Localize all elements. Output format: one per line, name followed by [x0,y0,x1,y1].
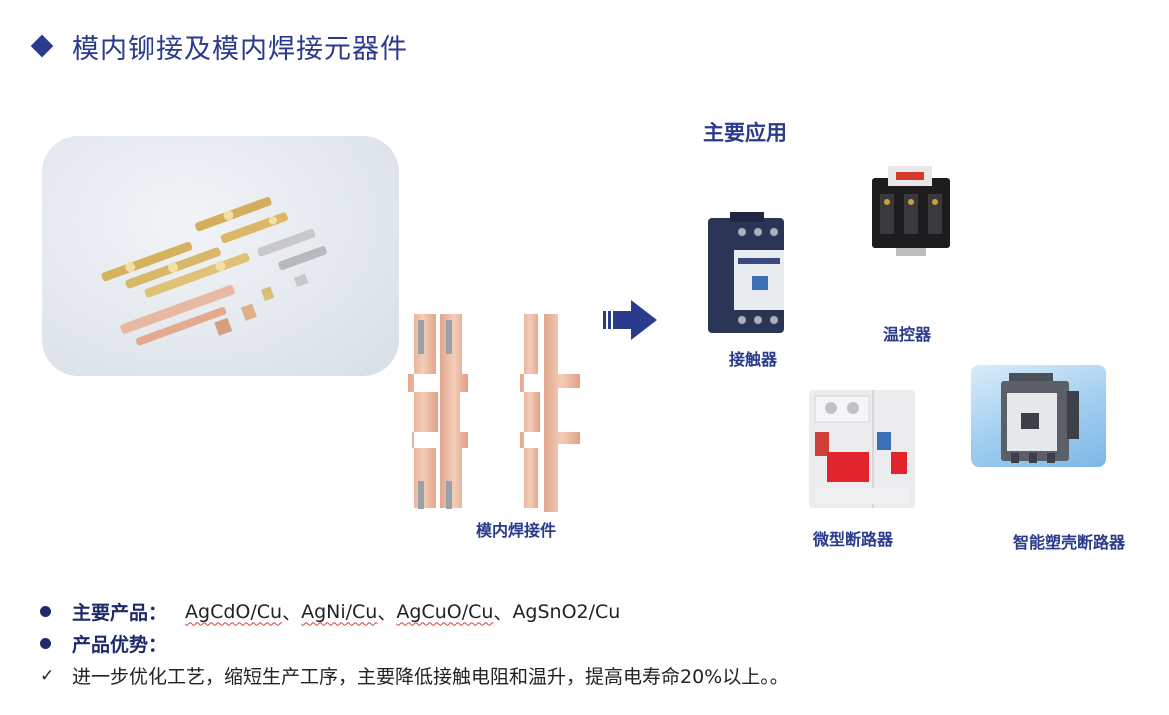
products-label: 主要产品： [72,602,168,624]
advantage-detail-row: ✓ 进一步优化工艺，缩短生产工序，主要降低接触电阻和温升，提高电寿命20%以上。… [40,662,789,689]
product-item: AgSnO2/Cu [512,600,621,623]
dot-icon [40,638,51,649]
contactor-image [704,210,789,340]
advantages-row: 产品优势： [40,630,185,657]
right-arrow-icon [603,300,657,340]
advantage-detail: 进一步优化工艺，缩短生产工序，主要降低接触电阻和温升，提高电寿命20%以上。。 [72,666,789,688]
product-item: AgCuO/Cu [396,600,494,623]
riveted-parts-illustration [101,197,327,346]
dot-icon [40,606,51,617]
thermostat-label: 温控器 [883,325,932,344]
page-title: 模内铆接及模内焊接元器件 [72,33,408,65]
product-separator: 、 [377,602,397,624]
product-photo [42,136,399,376]
welded-parts-label: 模内焊接件 [476,521,557,540]
mcb-label: 微型断路器 [813,530,894,549]
mccb-label: 智能塑壳断路器 [1013,533,1126,552]
welded-parts-illustration [396,306,596,526]
product-item: AgNi/Cu [301,600,378,623]
title-row: 模内铆接及模内焊接元器件 [30,26,408,66]
mccb-image [971,365,1106,467]
products-row: 主要产品： AgCdO/Cu、AgNi/Cu、AgCuO/Cu、AgSnO2/C… [40,598,620,625]
product-item: AgCdO/Cu [185,600,283,623]
product-separator: 、 [493,602,513,624]
advantages-label: 产品优势： [72,634,168,656]
product-separator: 、 [282,602,302,624]
diamond-icon [30,34,54,58]
contactor-label: 接触器 [729,350,778,369]
thermostat-image [866,160,956,260]
mcb-image [807,386,917,514]
check-icon: ✓ [40,665,55,686]
applications-heading: 主要应用 [703,121,787,145]
